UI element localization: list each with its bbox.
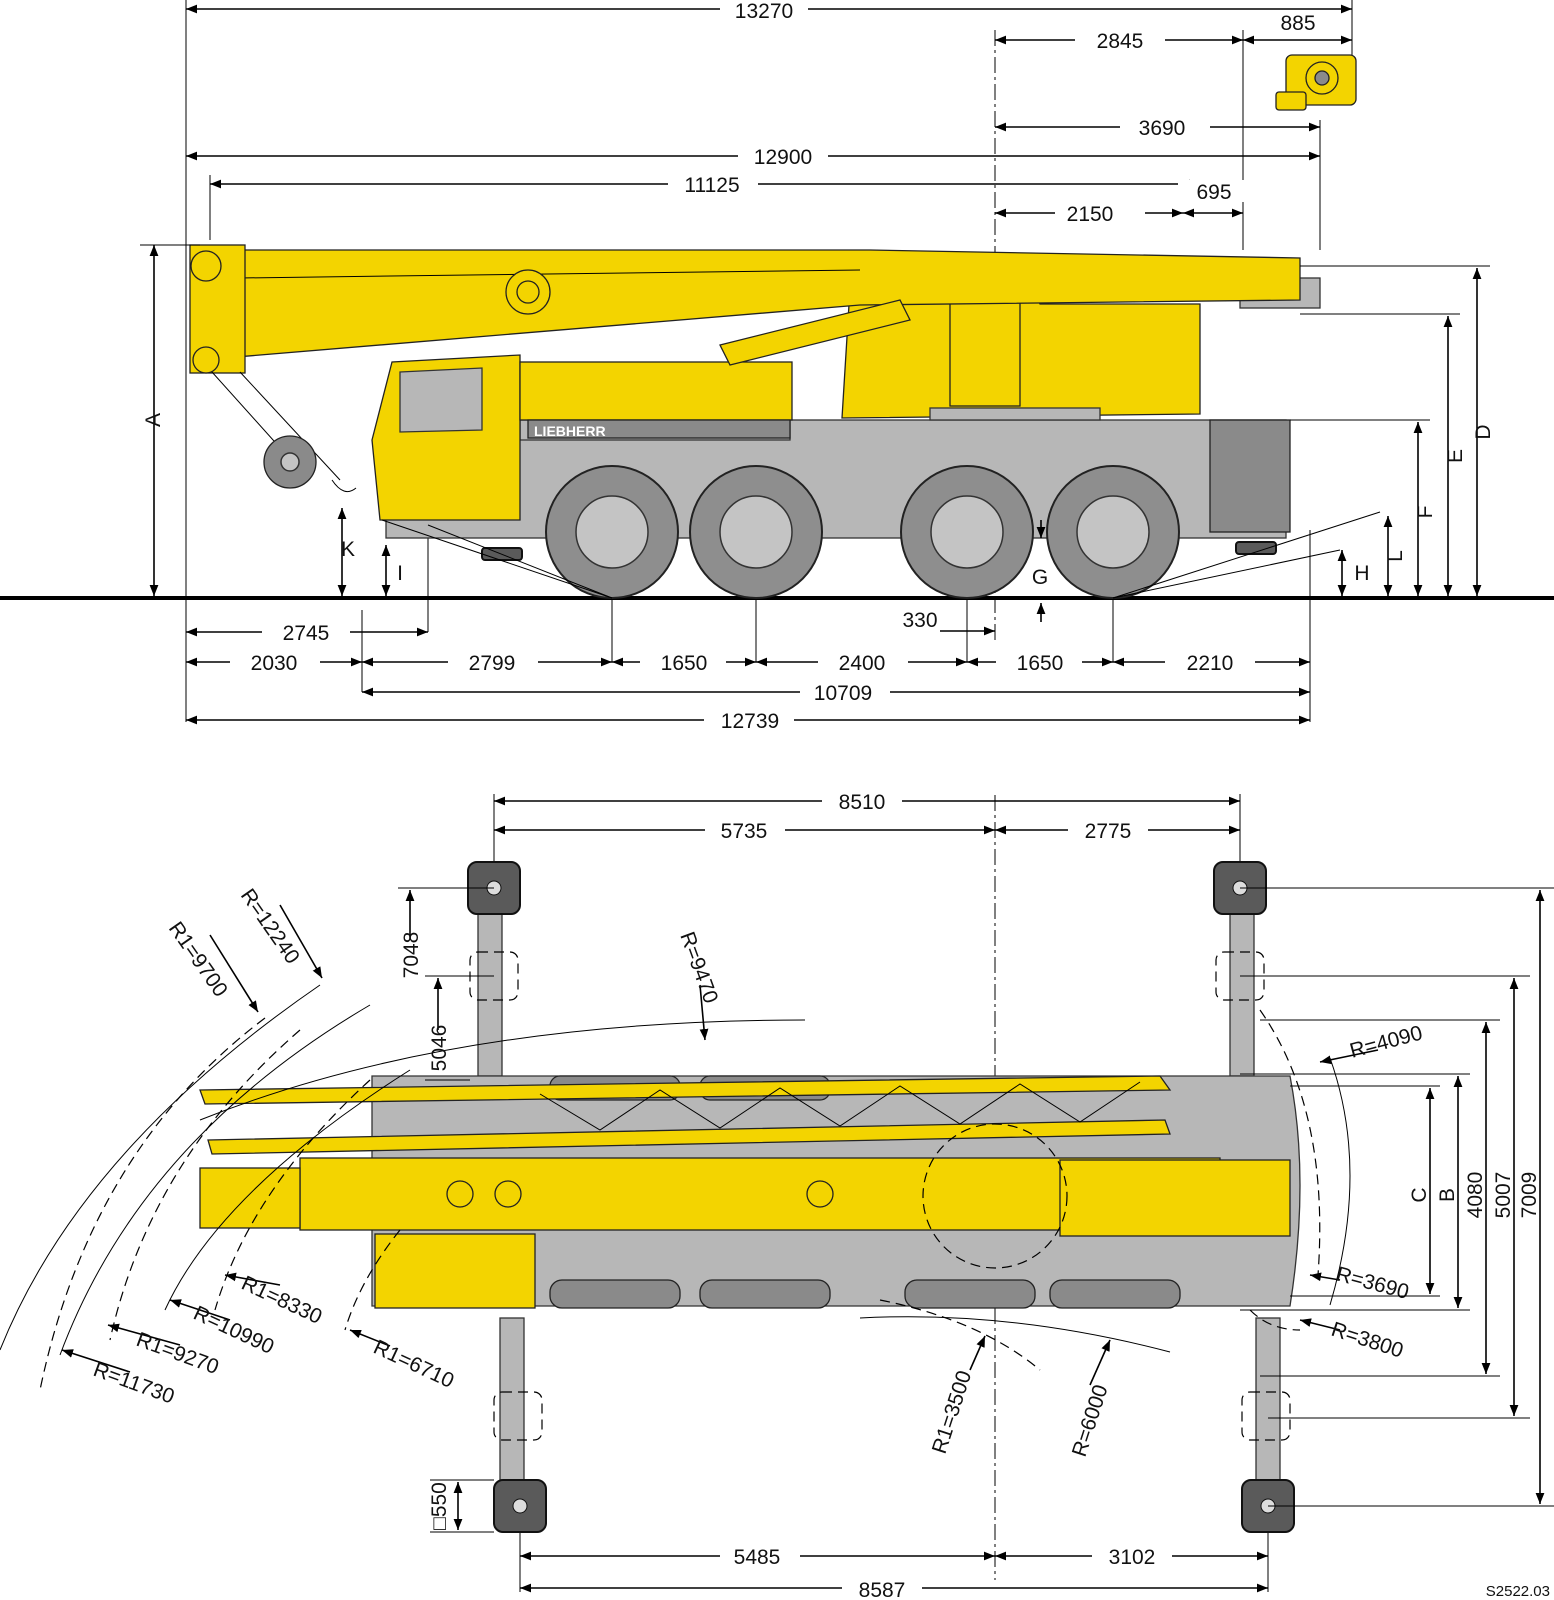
- dim-label: 2400: [839, 652, 886, 675]
- radius-label: R=11730: [90, 1358, 177, 1408]
- radius-label: R=3690: [1334, 1263, 1412, 1304]
- radius-label: R1=8330: [238, 1272, 326, 1329]
- dim-label: 2745: [283, 622, 330, 645]
- brand-logo: LIEBHERR: [534, 423, 606, 439]
- dim-label: 885: [1280, 12, 1315, 35]
- dim-letter: F: [1414, 506, 1437, 519]
- dim-label: 695: [1196, 181, 1231, 204]
- dim-label: 2799: [469, 652, 516, 675]
- dim-label: 8587: [859, 1579, 906, 1600]
- dim-label: 13270: [735, 0, 793, 23]
- radius-label: R=9470: [675, 929, 722, 1007]
- dim-label: 5046: [428, 1025, 451, 1072]
- dim-label: 11125: [684, 174, 739, 197]
- dim-label: 5007: [1492, 1172, 1515, 1219]
- dim-label: 8510: [839, 791, 886, 814]
- dim-label: 1650: [661, 652, 708, 675]
- dim-letter: D: [1472, 424, 1495, 439]
- dim-letter: I: [397, 562, 403, 585]
- drawing-number: S2522.03: [1486, 1583, 1550, 1600]
- dim-letter: B: [1436, 1188, 1459, 1202]
- side-view: LIEBHERR: [0, 0, 1554, 733]
- dim-letter: A: [142, 413, 165, 427]
- dim-label: 1650: [1017, 652, 1064, 675]
- crane-side-illustration: LIEBHERR: [189, 54, 1357, 599]
- dim-label: □550: [428, 1482, 451, 1530]
- dim-label: 2030: [251, 652, 298, 675]
- dim-label: 330: [902, 609, 937, 632]
- dim-label: 12900: [754, 146, 812, 169]
- dim-label: 10709: [814, 682, 872, 705]
- radius-label: R1=3500: [928, 1368, 976, 1457]
- top-view: R=12240 R1=9700 R=9470 R=4090 R=3690 R=3…: [0, 790, 1554, 1600]
- radius-label: R=6000: [1068, 1382, 1113, 1460]
- radius-label: R=4090: [1347, 1021, 1425, 1062]
- dim-letter: K: [341, 538, 355, 561]
- dim-letter: E: [1444, 449, 1467, 463]
- radius-label: R=12240: [236, 885, 304, 968]
- dim-label: 2775: [1085, 820, 1132, 843]
- dim-letter: H: [1354, 562, 1369, 585]
- radius-label: R=3800: [1328, 1318, 1406, 1363]
- radius-label: R1=9270: [133, 1328, 222, 1379]
- crane-top-illustration: [199, 1075, 1301, 1309]
- dim-label: 2150: [1067, 203, 1114, 226]
- dim-label: 3690: [1139, 117, 1186, 140]
- dim-label: 12739: [721, 710, 779, 733]
- dim-letter: L: [1384, 550, 1407, 562]
- dim-label: 2845: [1097, 30, 1144, 53]
- dim-label: 4080: [1464, 1172, 1487, 1219]
- radius-label: R1=6710: [370, 1336, 458, 1393]
- dim-label: 5735: [721, 820, 768, 843]
- dim-letter: G: [1032, 566, 1048, 589]
- radius-label: R1=9700: [164, 918, 232, 1001]
- dim-label: 7048: [400, 932, 423, 979]
- dim-letter: C: [1408, 1187, 1431, 1202]
- dim-label: 3102: [1109, 1546, 1156, 1569]
- dim-label: 5485: [734, 1546, 781, 1569]
- dim-label: 7009: [1518, 1172, 1541, 1219]
- hook-block-icon: [1275, 54, 1357, 111]
- dim-label: 2210: [1187, 652, 1234, 675]
